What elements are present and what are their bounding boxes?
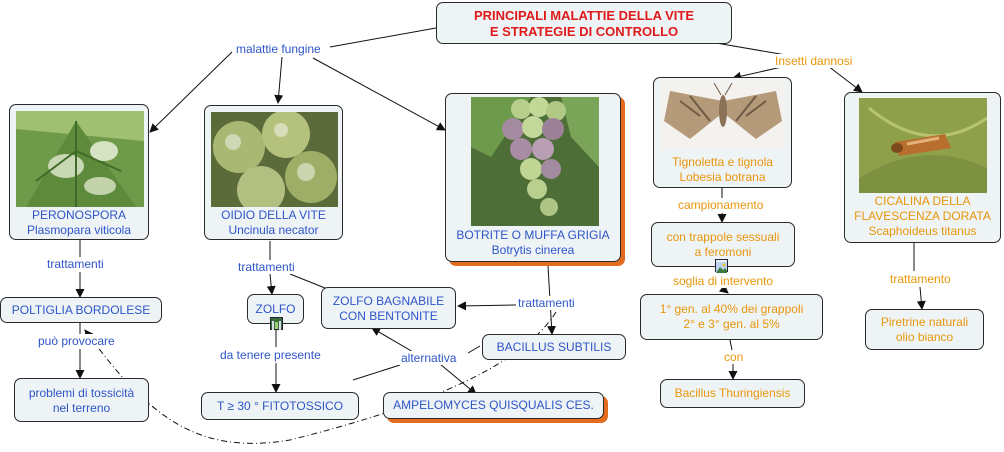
label-trattamenti-peronospora: trattamenti — [45, 257, 106, 271]
label-trattamenti-oidio: trattamenti — [236, 260, 297, 274]
node-poltiglia-bordolese[interactable]: POLTIGLIA BORDOLESE — [0, 297, 162, 323]
label-trattamento: trattamento — [888, 272, 953, 286]
cicalina-text: CICALINA DELLA FLAVESCENZA DORATA Scapho… — [845, 194, 1000, 239]
leafhopper-photo — [859, 98, 987, 193]
label-campionamento: campionamento — [676, 198, 765, 212]
node-tignoletta[interactable]: Tignoletta e tignola Lobesia botrana — [653, 77, 792, 188]
node-bacillus-thuringiensis[interactable]: Bacillus Thuringiensis — [660, 379, 805, 408]
tignoletta-text: Tignoletta e tignola Lobesia botrana — [654, 155, 791, 185]
edge-soglia-box — [722, 288, 728, 293]
title-node[interactable]: PRINCIPALI MALATTIE DELLA VITE E STRATEG… — [436, 2, 732, 44]
label-trattamenti-botrite: trattamenti — [516, 296, 577, 310]
botrite-text: BOTRITE O MUFFA GRIGIA Botrytis cinerea — [446, 228, 620, 258]
node-bacillus-subtilis[interactable]: BACILLUS SUBTILIS — [482, 334, 626, 360]
edge-alt-fitotossico — [353, 365, 400, 380]
edge-insetti-cicalina — [828, 66, 862, 92]
moth-photo — [660, 81, 786, 149]
image-icon[interactable] — [715, 259, 728, 272]
node-soglia[interactable]: 1° gen. al 40% dei grappoli 2° e 3° gen.… — [640, 294, 823, 340]
node-cicalina[interactable]: CICALINA DELLA FLAVESCENZA DORATA Scapho… — [844, 92, 1001, 243]
node-problemi-tossicita[interactable]: problemi di tossicità nel terreno — [14, 378, 149, 422]
edge-dashed-ampelo-poltiglia — [85, 312, 556, 443]
node-botrite[interactable]: BOTRITE O MUFFA GRIGIA Botrytis cinerea — [445, 93, 621, 262]
botrytis-grape-photo — [471, 97, 599, 226]
label-da-tenere-presente: da tenere presente — [218, 348, 323, 362]
video-icon[interactable] — [270, 317, 283, 330]
edge-bacillus-alternativa — [468, 346, 480, 353]
node-peronospora[interactable]: PERONOSPORA Plasmopara viticola — [9, 104, 149, 240]
node-piretrine[interactable]: Piretrine naturali olio bianco — [865, 309, 984, 350]
edge-fungine-oidio — [278, 57, 282, 103]
oidio-text: OIDIO DELLA VITE Uncinula necator — [205, 208, 342, 238]
edge-trattamenti-zolfobag2 — [458, 305, 516, 306]
grape-photo — [211, 112, 338, 207]
edge-soglia-con — [730, 340, 732, 350]
node-fitotossico[interactable]: T ≥ 30 ° FITOTOSSICO — [201, 392, 359, 420]
zolfo-text: ZOLFO — [255, 302, 295, 316]
label-con: con — [722, 350, 745, 364]
peronospora-text: PERONOSPORA Plasmopara viticola — [10, 208, 148, 238]
label-malattie-fungine: malattie fungine — [234, 42, 323, 56]
label-puo-provocare: può provocare — [36, 334, 117, 348]
edge-title-fungine — [330, 28, 436, 47]
node-oidio[interactable]: OIDIO DELLA VITE Uncinula necator — [204, 105, 343, 240]
label-soglia-di-intervento: soglia di intervento — [671, 274, 775, 288]
edge-trattamento-piretrine — [920, 287, 922, 309]
edge-trattamenti-zolfo — [270, 274, 272, 294]
node-zolfo-bagnabile[interactable]: ZOLFO BAGNABILE CON BENTONITE — [321, 287, 456, 329]
label-alternativa: alternativa — [399, 351, 458, 365]
leaf-photo — [16, 111, 144, 207]
label-insetti-dannosi: Insetti dannosi — [773, 54, 854, 68]
node-ampelomyces[interactable]: AMPELOMYCES QUISQUALIS CES. — [383, 392, 604, 419]
